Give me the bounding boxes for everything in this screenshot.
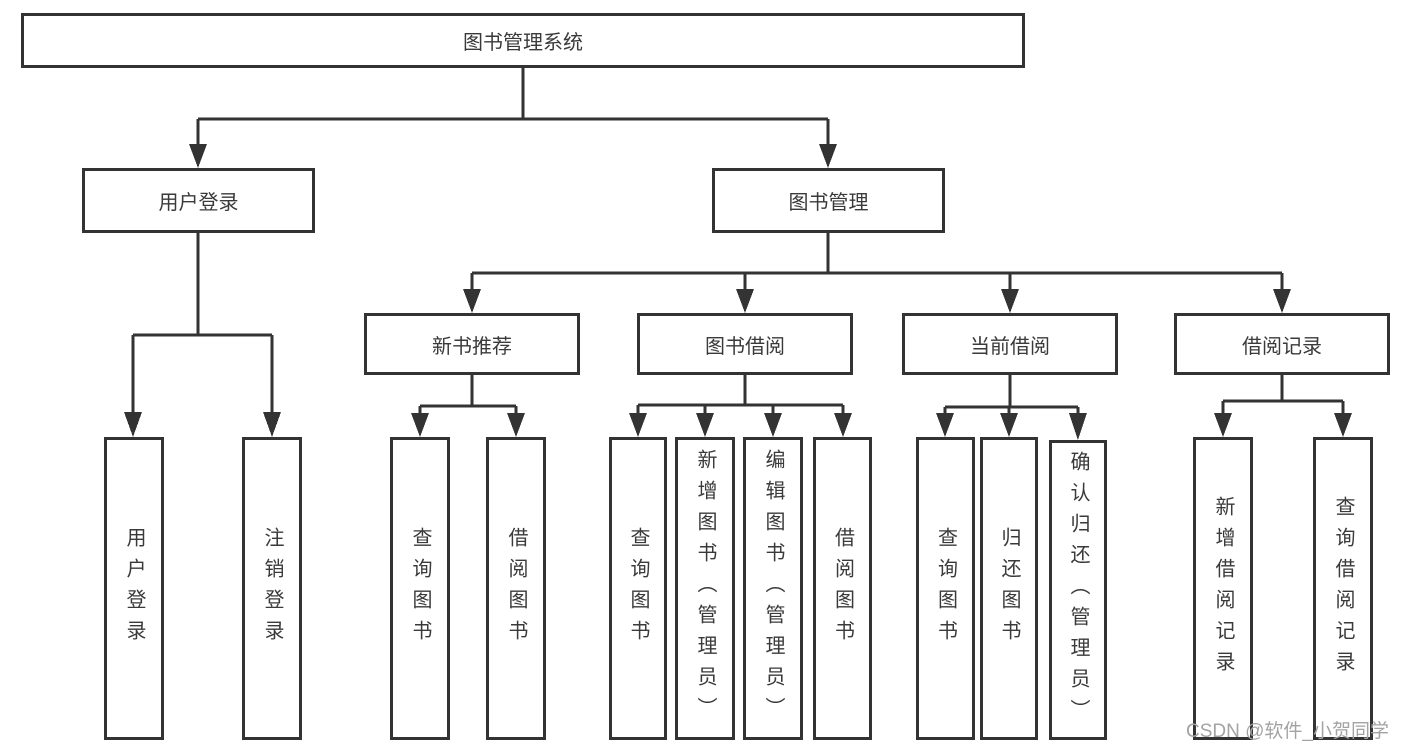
connector-borrowrecords-to-leaves <box>1214 375 1352 437</box>
connector-root-to-level2 <box>189 68 837 168</box>
leaf-query-books-2: 查询图书 <box>609 437 667 740</box>
leaf-edit-book-admin: 编辑图书（管理员） <box>743 437 803 740</box>
node-label: 新书推荐 <box>432 335 512 358</box>
node-label: 新增图书（管理员） <box>694 449 716 728</box>
node-label: 新增借阅记录 <box>1212 495 1234 682</box>
node-label: 用户登录 <box>123 526 145 651</box>
node-label: 查询图书 <box>627 526 649 651</box>
node-label: 注销登录 <box>261 526 283 651</box>
node-new-book-recommend: 新书推荐 <box>364 313 580 375</box>
connector-currentborrow-to-leaves <box>936 375 1087 440</box>
node-label: 借阅图书 <box>505 526 527 651</box>
leaf-return-book: 归还图书 <box>980 437 1038 740</box>
node-user-login: 用户登录 <box>82 168 315 233</box>
csdn-watermark: CSDN @软件_小贺同学 <box>1186 721 1389 742</box>
leaf-borrow-books-2: 借阅图书 <box>813 437 872 740</box>
leaf-query-borrow-record: 查询借阅记录 <box>1313 437 1373 740</box>
node-label: 归还图书 <box>998 526 1020 651</box>
leaf-query-books-1: 查询图书 <box>390 437 450 740</box>
node-label: 图书借阅 <box>705 335 785 358</box>
node-label: 借阅记录 <box>1242 335 1322 358</box>
node-label: 查询图书 <box>409 526 431 651</box>
node-label: 当前借阅 <box>970 335 1050 358</box>
node-book-management: 图书管理 <box>712 168 945 233</box>
node-borrowing-records: 借阅记录 <box>1174 313 1390 375</box>
node-current-borrowing: 当前借阅 <box>902 313 1118 375</box>
node-label: 编辑图书（管理员） <box>762 449 784 728</box>
leaf-confirm-return-admin: 确认归还（管理员） <box>1049 440 1107 740</box>
connector-newbookrec-to-leaves <box>411 375 525 437</box>
node-label: 确认归还（管理员） <box>1067 450 1089 730</box>
leaf-query-books-3: 查询图书 <box>916 437 975 740</box>
connector-bookmgmt-to-level3 <box>463 233 1291 313</box>
node-label: 用户登录 <box>158 192 239 214</box>
leaf-logout: 注销登录 <box>242 437 302 740</box>
node-label: 借阅图书 <box>831 526 854 651</box>
leaf-add-borrow-record: 新增借阅记录 <box>1193 437 1253 740</box>
leaf-borrow-books-1: 借阅图书 <box>486 437 546 740</box>
leaf-user-login: 用户登录 <box>104 437 164 740</box>
node-label: 图书管理 <box>788 192 869 214</box>
node-book-borrowing: 图书借阅 <box>637 313 853 375</box>
node-label: 查询图书 <box>934 526 957 651</box>
leaf-add-book-admin: 新增图书（管理员） <box>675 437 735 740</box>
node-label: 图书管理系统 <box>463 32 583 54</box>
connector-bookborrow-to-leaves <box>629 375 852 437</box>
node-library-system: 图书管理系统 <box>21 13 1025 68</box>
connector-userlogin-to-leaves <box>124 233 281 437</box>
node-label: 查询借阅记录 <box>1332 495 1354 682</box>
